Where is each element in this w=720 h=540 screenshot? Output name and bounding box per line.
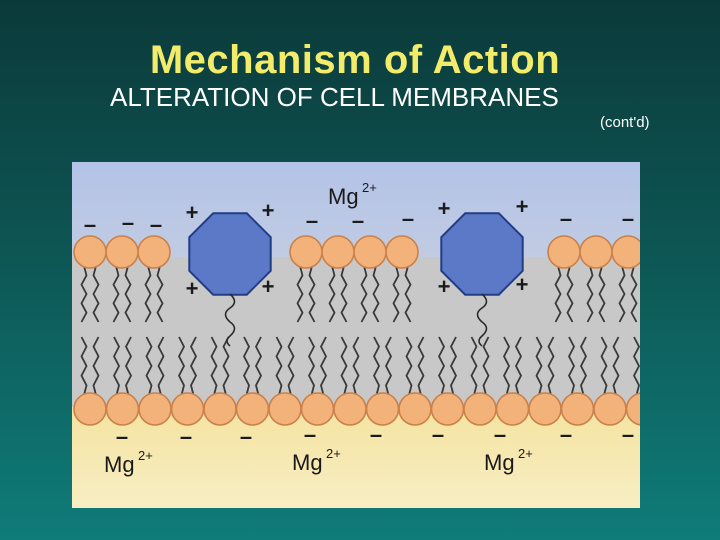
bottom-mg-text-2: Mg [292, 450, 323, 475]
minus-sign: – [352, 208, 364, 233]
minus-sign: – [304, 422, 316, 447]
phospholipid-head [354, 236, 386, 268]
membrane-core-region [72, 257, 640, 407]
plus-sign: + [186, 200, 199, 225]
phospholipid-head [172, 393, 204, 425]
minus-sign: – [240, 424, 252, 449]
phospholipid-head [322, 236, 354, 268]
minus-sign: – [116, 424, 128, 449]
plus-sign: + [516, 194, 529, 219]
continued-label: (cont'd) [600, 114, 650, 131]
phospholipid-head [106, 236, 138, 268]
minus-sign: – [306, 208, 318, 233]
plus-sign: + [516, 272, 529, 297]
drug-molecule [441, 213, 522, 294]
phospholipid-head [237, 393, 269, 425]
plus-sign: + [438, 196, 451, 221]
phospholipid-head [386, 236, 418, 268]
phospholipid-head [367, 393, 399, 425]
bottom-mg-charge-3: 2+ [518, 446, 533, 461]
plus-sign: + [186, 276, 199, 301]
minus-sign: – [560, 206, 572, 231]
slide-subtitle: ALTERATION OF CELL MEMBRANES [110, 82, 559, 113]
phospholipid-head [269, 393, 301, 425]
phospholipid-head [334, 393, 366, 425]
plus-sign: + [262, 274, 275, 299]
phospholipid-head [548, 236, 580, 268]
phospholipid-head [302, 393, 334, 425]
phospholipid-head [529, 393, 561, 425]
phospholipid-head [138, 236, 170, 268]
minus-sign: – [370, 422, 382, 447]
minus-sign: – [494, 422, 506, 447]
bottom-mg-text-3: Mg [484, 450, 515, 475]
top-mg-charge: 2+ [362, 180, 377, 195]
phospholipid-head [612, 236, 640, 268]
bottom-mg-text-1: Mg [104, 452, 135, 477]
plus-sign: + [438, 274, 451, 299]
phospholipid-head [432, 393, 464, 425]
drug-molecule [189, 213, 270, 294]
minus-sign: – [180, 424, 192, 449]
slide-title: Mechanism of Action [0, 38, 710, 83]
minus-sign: – [432, 422, 444, 447]
phospholipid-head [594, 393, 626, 425]
minus-sign: – [622, 206, 634, 231]
phospholipid-head [74, 236, 106, 268]
plus-sign: + [262, 198, 275, 223]
phospholipid-head [562, 393, 594, 425]
phospholipid-head [139, 393, 171, 425]
minus-sign: – [560, 422, 572, 447]
minus-sign: – [622, 422, 634, 447]
phospholipid-head [399, 393, 431, 425]
phospholipid-head [464, 393, 496, 425]
phospholipid-head [74, 393, 106, 425]
minus-sign: – [122, 210, 134, 235]
phospholipid-head [290, 236, 322, 268]
phospholipid-head [497, 393, 529, 425]
top-mg-text: Mg [328, 184, 359, 209]
minus-sign: – [84, 212, 96, 237]
minus-sign: – [402, 206, 414, 231]
bottom-mg-charge-2: 2+ [326, 446, 341, 461]
minus-sign: – [150, 212, 162, 237]
phospholipid-head [580, 236, 612, 268]
phospholipid-head [204, 393, 236, 425]
phospholipid-head [107, 393, 139, 425]
cell-membrane-diagram: ––––––––++++++++––––––––– Mg 2+ Mg 2+ Mg… [72, 162, 640, 508]
bottom-mg-charge-1: 2+ [138, 448, 153, 463]
